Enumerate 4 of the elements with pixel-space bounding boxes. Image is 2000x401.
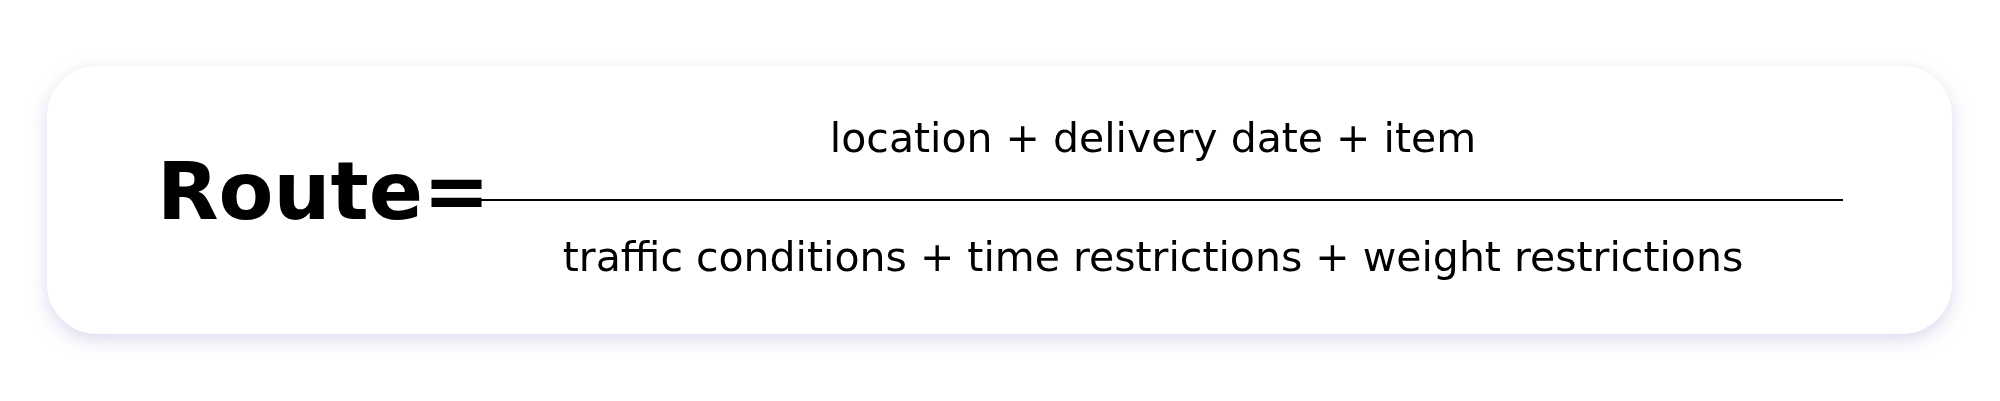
formula-term: Route= bbox=[157, 145, 491, 238]
numerator-text: location + delivery date + item bbox=[829, 114, 1477, 164]
formula-card bbox=[47, 66, 1952, 334]
denominator-text: traffic conditions + time restrictions + weight restrictions bbox=[562, 233, 1744, 283]
